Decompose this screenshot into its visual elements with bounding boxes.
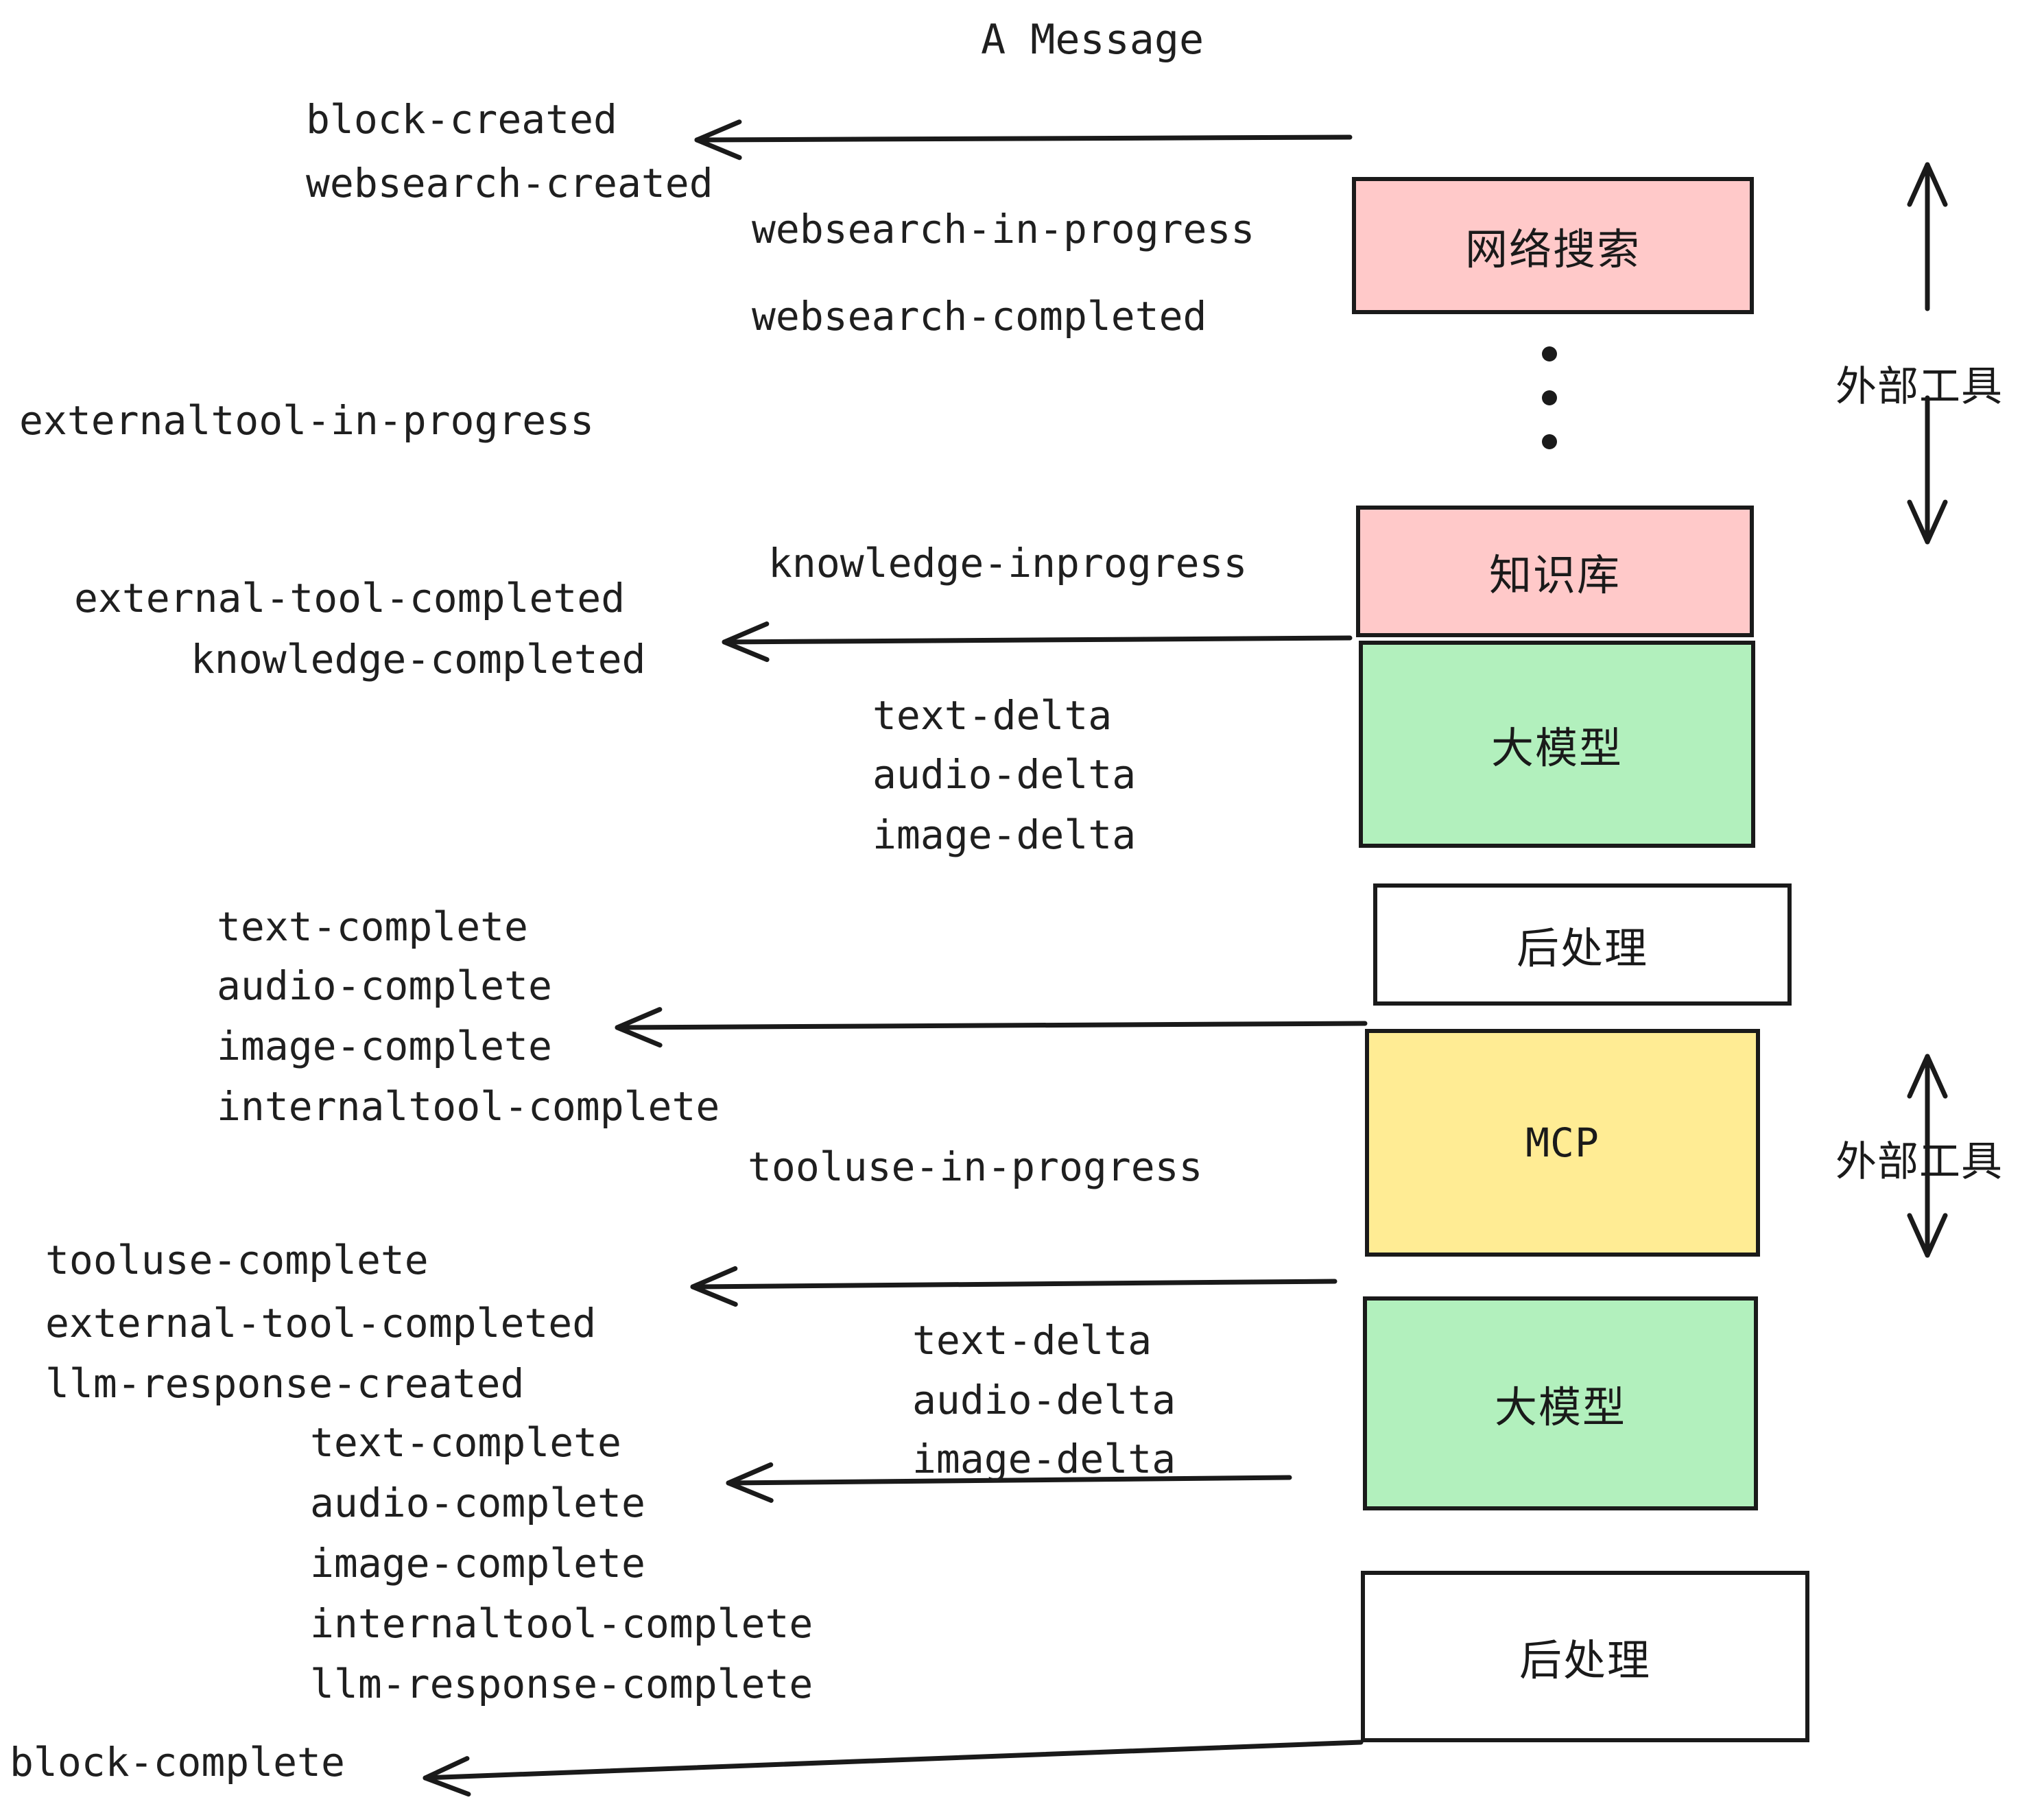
event-label-text-complete-2: text-complete [310, 1419, 621, 1466]
box-label: 大模型 [1490, 723, 1623, 773]
event-label-image-delta-2: image-delta [912, 1436, 1176, 1482]
arrow-external-tool-arrow-up-top [1907, 162, 1948, 311]
side-label-external-tool-top: 外部工具 [1835, 363, 2003, 411]
event-label-audio-delta-1: audio-delta [872, 751, 1137, 798]
arrow-external-tool-arrow-down-top [1907, 395, 1948, 545]
event-label-external-tool-completed-1: external-tool-completed [74, 575, 626, 621]
event-label-text-complete-1: text-complete [217, 903, 528, 950]
event-label-websearch-in-progress: websearch-in-progress [752, 206, 1255, 252]
box-postprocess-2: 后处理 [1361, 1571, 1809, 1742]
arrow-arrow-tooluse-complete [690, 1266, 1338, 1307]
event-label-internaltool-complete-1: internaltool-complete [217, 1083, 720, 1130]
event-label-internaltool-complete-2: internaltool-complete [310, 1600, 813, 1647]
arrow-arrow-knowledge-completed [722, 621, 1353, 663]
event-label-websearch-completed: websearch-completed [752, 293, 1207, 340]
event-label-external-tool-completed-2: external-tool-completed [45, 1300, 597, 1346]
event-label-tooluse-in-progress: tooluse-in-progress [748, 1143, 1203, 1190]
box-label: 网络搜索 [1464, 224, 1641, 274]
vertical-ellipsis-icon [1542, 346, 1557, 449]
box-label: 后处理 [1519, 1635, 1651, 1685]
arrow-arrow-image-complete [615, 1007, 1368, 1048]
event-label-llm-response-complete: llm-response-complete [310, 1661, 813, 1707]
box-llm-1: 大模型 [1359, 641, 1755, 848]
event-label-llm-response-created: llm-response-created [45, 1360, 525, 1407]
event-label-audio-complete-2: audio-complete [310, 1480, 645, 1526]
event-label-knowledge-completed: knowledge-completed [191, 636, 646, 683]
event-label-audio-delta-2: audio-delta [912, 1377, 1176, 1423]
box-llm-2: 大模型 [1363, 1296, 1758, 1510]
event-label-image-complete-2: image-complete [310, 1540, 645, 1587]
event-label-text-delta-1: text-delta [872, 692, 1113, 739]
event-label-externaltool-in-progress: externaltool-in-progress [19, 397, 595, 444]
arrow-arrow-block-created [694, 119, 1353, 161]
event-label-block-created: block-created [306, 96, 617, 143]
event-label-audio-complete-1: audio-complete [217, 962, 552, 1009]
box-label: 大模型 [1494, 1382, 1626, 1432]
box-label: MCP [1525, 1119, 1600, 1166]
box-knowledge: 知识库 [1356, 506, 1754, 637]
event-label-knowledge-inprogress: knowledge-inprogress [768, 540, 1248, 586]
event-label-websearch-created: websearch-created [306, 160, 713, 206]
event-label-tooluse-complete: tooluse-complete [45, 1237, 429, 1283]
event-label-image-complete-1: image-complete [217, 1023, 552, 1069]
box-label: 后处理 [1516, 923, 1648, 973]
box-websearch: 网络搜索 [1352, 177, 1754, 314]
box-postprocess-1: 后处理 [1373, 883, 1792, 1006]
event-label-block-complete: block-complete [10, 1739, 345, 1785]
box-label: 知识库 [1488, 550, 1621, 600]
page-title: A Message [981, 16, 1204, 64]
box-mcp: MCP [1365, 1029, 1760, 1257]
event-label-image-delta-1: image-delta [872, 811, 1137, 858]
side-label-external-tool-bottom: 外部工具 [1835, 1138, 2003, 1186]
event-label-text-delta-2: text-delta [912, 1317, 1152, 1364]
arrow-arrow-block-complete [423, 1740, 1364, 1797]
